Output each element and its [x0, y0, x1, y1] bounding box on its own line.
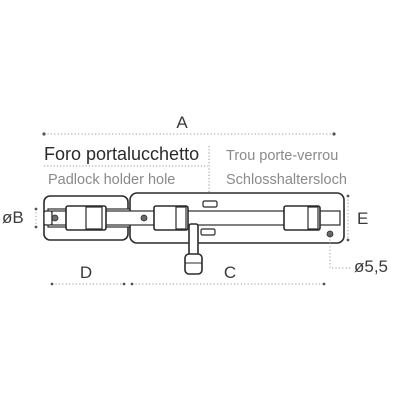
screw-hole-center — [140, 214, 148, 222]
dimension-d-label: D — [80, 263, 92, 282]
dimension-e: E — [346, 194, 368, 242]
dimension-e-label: E — [357, 209, 368, 228]
keeper-guide-inner — [85, 206, 103, 230]
dimension-c: C — [130, 263, 326, 286]
guide-right-inner — [307, 206, 319, 230]
label-german: Schlosshaltersloch — [226, 172, 347, 188]
dimension-c-label: C — [224, 263, 236, 282]
label-french: Trou porte-verrou — [226, 148, 338, 164]
rod-end — [43, 210, 53, 226]
padlock-holder-slot — [202, 200, 218, 208]
handle-knob — [184, 253, 203, 275]
label-italian: Foro portalucchetto — [44, 144, 199, 164]
handle-stem — [188, 223, 199, 259]
dimension-b: øB — [2, 207, 38, 229]
guide-left-inner — [175, 206, 187, 230]
screw-hole-left — [51, 214, 59, 222]
dimension-b-label: øB — [2, 208, 24, 227]
label-english: Padlock holder hole — [48, 172, 175, 188]
dimension-d: D — [50, 263, 126, 286]
dimension-hole-label: ø5,5 — [354, 257, 388, 276]
padlock-holder-slot-lower — [200, 228, 216, 236]
padlock-hole-labels: Foro portalucchetto Padlock holder hole … — [44, 144, 347, 206]
tower-bolt-body — [43, 192, 345, 275]
dimension-a: A — [42, 113, 336, 136]
dimension-hole: ø5,5 — [328, 234, 388, 276]
dimension-a-label: A — [176, 113, 188, 132]
